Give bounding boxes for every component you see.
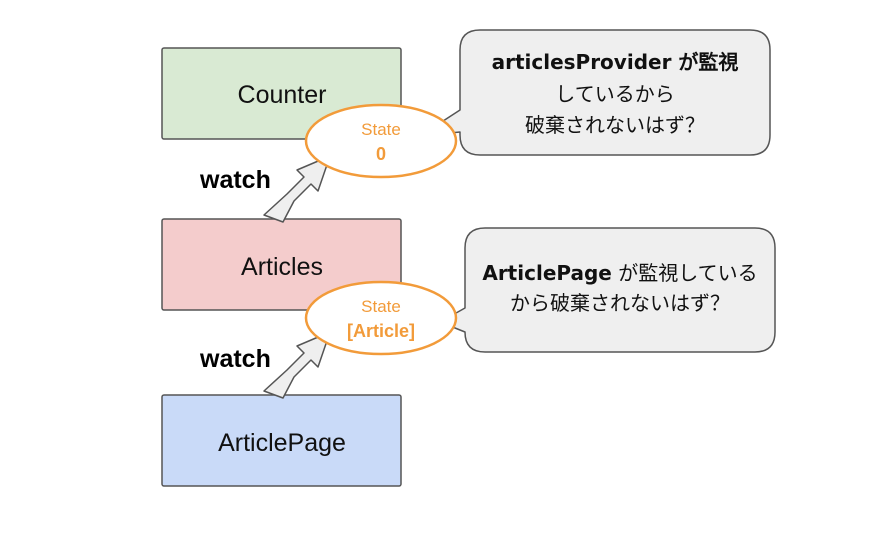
callout-bottom-line2: から破棄されないはず？ — [510, 291, 730, 315]
watch-arrow-lower-shape — [263, 331, 331, 399]
article-page-node: ArticlePage — [161, 394, 402, 487]
watch-label-lower: watch — [199, 345, 271, 373]
watch-label-upper: watch — [199, 166, 271, 194]
callout-top-line1-rest: が監視 — [671, 50, 738, 74]
callout-bottom-line1-rest: が監視している — [612, 261, 758, 285]
callout-top-bubble — [419, 29, 771, 156]
counter-state-title: State — [361, 120, 401, 139]
watch-arrow-upper: watch — [199, 155, 331, 223]
callout-top: articlesProvider が監視 しているから 破棄されないはず？ — [419, 29, 771, 156]
articles-state-title: State — [361, 297, 401, 316]
articles-state-value: [Article] — [347, 321, 415, 341]
article-page-label: ArticlePage — [218, 429, 346, 457]
counter-label: Counter — [238, 81, 327, 109]
callout-top-line2: しているから — [555, 82, 674, 106]
callout-bottom-line1: ArticlePage が監視している — [482, 261, 757, 285]
counter-state-value: 0 — [376, 144, 386, 164]
counter-state-ellipse — [304, 103, 458, 179]
callout-top-provider-name: articlesProvider — [492, 50, 672, 74]
watch-arrow-lower: watch — [199, 331, 331, 399]
callout-bottom-bubble — [439, 227, 776, 353]
callout-bottom: ArticlePage が監視している から破棄されないはず？ — [439, 227, 776, 353]
callout-top-line3: 破棄されないはず？ — [525, 113, 705, 137]
articles-state: State [Article] — [304, 280, 458, 356]
callout-top-line1: articlesProvider が監視 — [492, 50, 739, 74]
articles-label: Articles — [241, 253, 323, 281]
watch-arrow-upper-shape — [263, 155, 331, 223]
counter-state: State 0 — [304, 103, 458, 179]
callout-bottom-page-name: ArticlePage — [482, 261, 612, 285]
articles-state-ellipse — [304, 280, 458, 356]
